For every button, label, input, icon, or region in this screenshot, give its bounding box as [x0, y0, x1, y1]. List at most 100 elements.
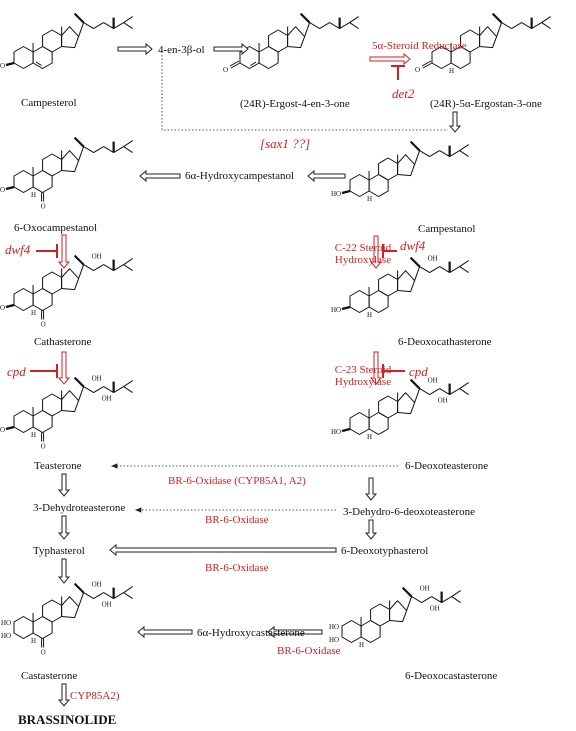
svg-text:OH: OH — [92, 581, 102, 589]
svg-text:OH: OH — [92, 253, 102, 261]
label-brassinolide: BRASSINOLIDE — [18, 712, 117, 727]
enzyme-cyp85a2: CYP85A2) — [70, 690, 120, 702]
arrow-deoxocasta-to-hydroxycasta — [267, 625, 323, 639]
mutant-det2: det2 — [392, 86, 415, 101]
arrow-deoxocath-to-deoxoteast — [369, 351, 383, 385]
svg-text:OH: OH — [428, 377, 438, 385]
structure-6-deoxocastasterone: HO HO H OH OH — [329, 585, 461, 649]
label-6-deoxocathasterone: 6-Deoxocathasterone — [398, 336, 492, 348]
inhibit-cpd-left — [30, 364, 58, 378]
svg-text:HO: HO — [329, 623, 339, 631]
arrow-oxo-to-cathasterone — [57, 234, 71, 269]
arrow-hydroxy-to-oxo — [139, 169, 181, 183]
svg-text:HO: HO — [329, 636, 339, 644]
label-cathasterone: Cathasterone — [34, 336, 92, 348]
mutant-dwf4-left: dwf4 — [5, 242, 31, 257]
svg-text:OH: OH — [420, 585, 430, 593]
arrow-deoxotypha-to-typha — [109, 543, 337, 557]
enzyme-br6-oxidase-castasterone: BR-6-Oxidase — [277, 645, 341, 657]
label-6-deoxotyphasterol: 6-Deoxotyphasterol — [341, 545, 429, 557]
arrow-reductase — [369, 52, 411, 66]
svg-text:OH: OH — [92, 375, 102, 383]
label-6a-hydroxycastasterone: 6α-Hydroxycastasterone — [197, 627, 305, 639]
svg-text:H: H — [31, 637, 36, 645]
label-3-dehydroteasterone: 3-Dehydroteasterone — [33, 502, 126, 514]
enzyme-br6-oxidase-cyp85: BR-6-Oxidase (CYP85A1, A2) — [168, 475, 306, 487]
structure-campesterol: HO — [0, 12, 133, 70]
label-6a-hydroxycampestanol: 6α-Hydroxycampestanol — [185, 170, 295, 182]
arrow-ergostan-to-campestanol — [448, 111, 462, 133]
label-ergostan-one: (24R)-5α-Ergostan-3-one — [430, 98, 542, 110]
svg-text:H: H — [367, 195, 372, 203]
enzyme-5a-steroid-reductase: 5α-Steroid Reductase — [372, 40, 467, 52]
structure-ergost-en-one: O — [223, 12, 359, 74]
svg-text:H: H — [31, 309, 36, 317]
label-teasterone: Teasterone — [34, 460, 82, 472]
structure-teasterone: HO HO OH OH — [0, 375, 133, 451]
label-6-deoxocastasterone: 6-Deoxocastasterone — [405, 670, 498, 682]
svg-text:H: H — [367, 433, 372, 441]
svg-text:O: O — [41, 443, 46, 451]
svg-text:O: O — [415, 66, 420, 74]
svg-text:OH: OH — [102, 395, 112, 403]
label-typhasterol: Typhasterol — [33, 545, 85, 557]
label-castasterone: Castasterone — [21, 670, 78, 682]
mutant-cpd-left: cpd — [7, 364, 26, 379]
arrow-campestanol-to-deoxocath — [369, 235, 383, 269]
enzyme-br6-oxidase-dehydro: BR-6-Oxidase — [205, 514, 269, 526]
svg-text:HO: HO — [331, 306, 341, 314]
svg-text:OH: OH — [430, 605, 440, 613]
arrow-typha-to-castasterone — [57, 558, 71, 584]
arrow-deoxoteast-to-teast — [110, 463, 398, 469]
svg-text:HO: HO — [0, 304, 5, 312]
label-6-oxocampestanol: 6-Oxocampestanol — [14, 222, 98, 234]
enzyme-br6-oxidase-typhasterol: BR-6-Oxidase — [205, 562, 269, 574]
inhibit-cpd-right — [382, 364, 405, 378]
svg-text:H: H — [359, 641, 364, 649]
svg-text:HO: HO — [1, 632, 11, 640]
structure-cathasterone: HO HO OH — [0, 253, 133, 329]
inhibit-dwf4-right — [382, 244, 397, 258]
enzyme-c23-steroid-hydroxylase: C-23 Steroid Hydroxylase — [334, 364, 392, 388]
label-4-en-3b-ol: 4-en-3β-ol — [158, 44, 205, 56]
svg-text:HO: HO — [0, 62, 5, 70]
svg-text:H: H — [367, 311, 372, 319]
arrow-dehydrodeoxo-to-deoxotypha — [364, 519, 378, 540]
svg-text:HO: HO — [1, 619, 11, 627]
arrow-hydroxycasta-to-casta — [137, 625, 193, 639]
svg-text:HO: HO — [331, 190, 341, 198]
arrow-campesterol-to-enol — [117, 42, 153, 56]
label-6-deoxoteasterone: 6-Deoxoteasterone — [405, 460, 489, 472]
svg-text:HO: HO — [0, 426, 5, 434]
arrow-dehydrodeoxo-to-dehydro — [134, 507, 336, 513]
arrow-teast-to-dehydro — [57, 473, 71, 497]
mutant-sax1: [sax1 ??] — [260, 136, 311, 151]
svg-text:H: H — [31, 191, 36, 199]
enzyme-c22-steroid-hydroxylase: C-22 Steroid Hydroxylase — [334, 242, 392, 266]
structure-campestanol: HO H — [331, 140, 469, 203]
label-campesterol: Campesterol — [21, 97, 77, 109]
svg-text:O: O — [41, 649, 46, 657]
label-ergost-en-one: (24R)-Ergost-4-en-3-one — [240, 98, 350, 110]
mutant-cpd-right: cpd — [409, 364, 428, 379]
svg-text:H: H — [449, 67, 454, 75]
label-3-dehydro-6-deoxoteasterone: 3-Dehydro-6-deoxoteasterone — [343, 506, 475, 518]
mutant-dwf4-right: dwf4 — [400, 238, 426, 253]
svg-text:HO: HO — [0, 186, 5, 194]
arrow-casta-to-brassinolide — [57, 683, 71, 707]
svg-text:O: O — [41, 321, 46, 329]
arrow-enol-to-ergost — [213, 42, 249, 56]
sax1-bypass-path — [161, 55, 448, 131]
svg-text:HO: HO — [331, 428, 341, 436]
label-campestanol: Campestanol — [418, 223, 476, 235]
svg-text:H: H — [31, 431, 36, 439]
arrow-deoxoteast-to-dehydrodeoxo — [364, 477, 378, 501]
inhibit-dwf4-left — [36, 244, 58, 258]
